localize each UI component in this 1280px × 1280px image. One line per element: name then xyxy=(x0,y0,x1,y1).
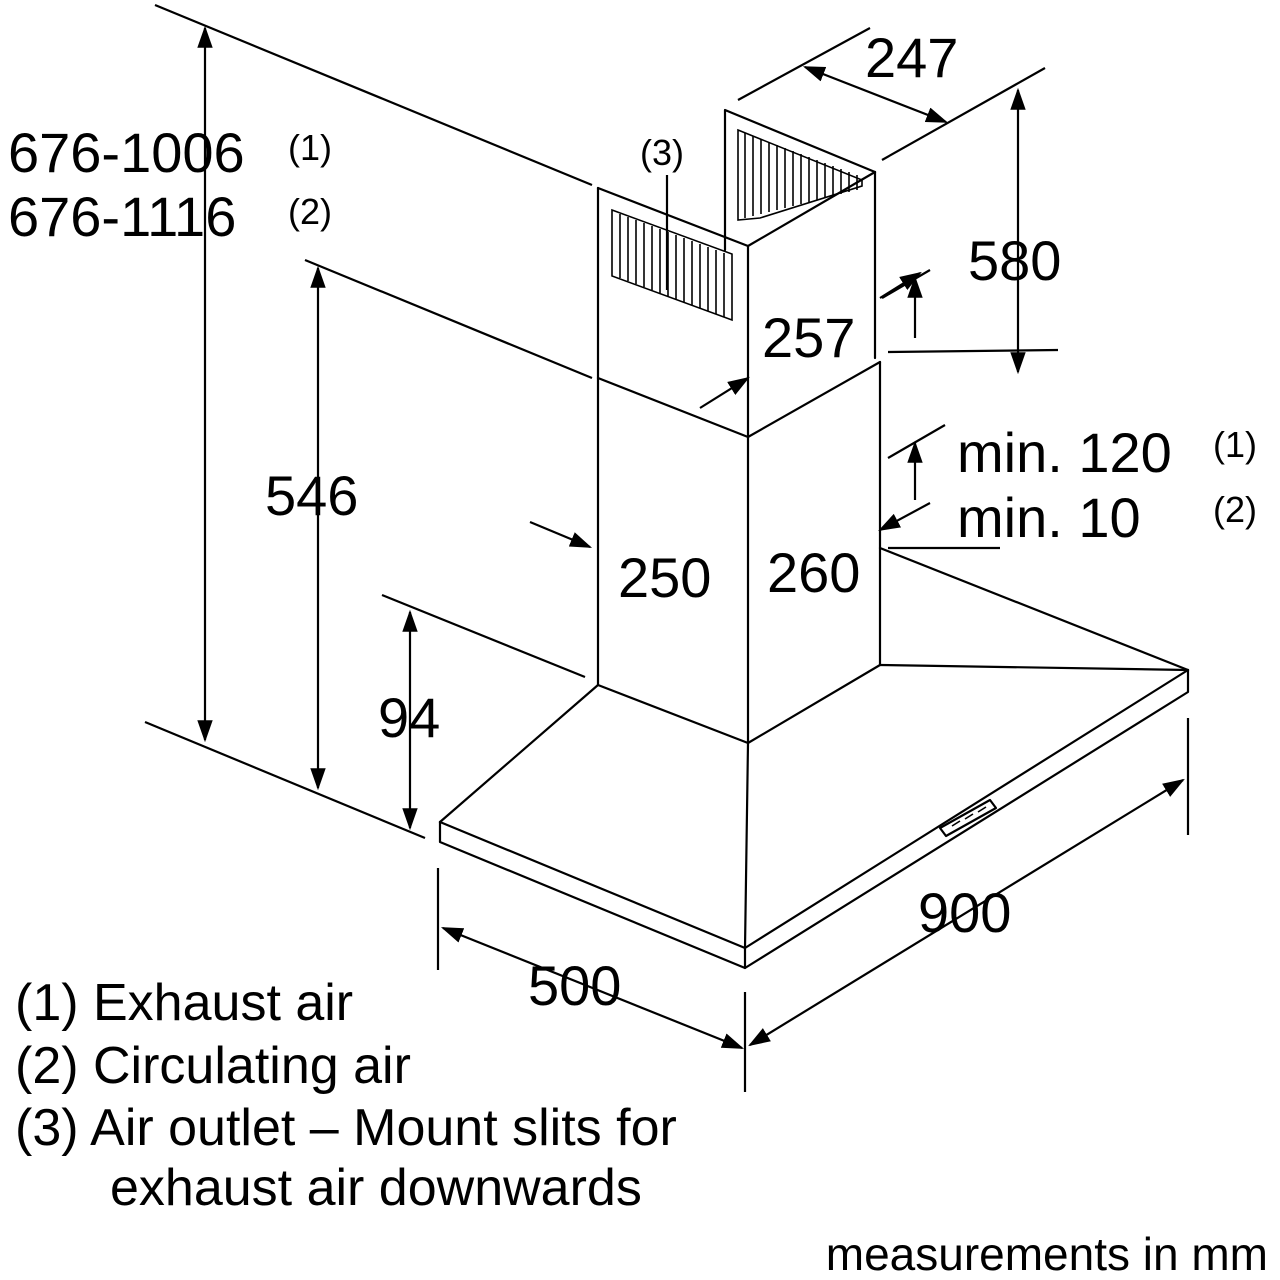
lower-chimney-bottom-right xyxy=(746,663,882,745)
legend-item-3-line-2: exhaust air downwards xyxy=(110,1159,642,1217)
extension-lines xyxy=(144,3,1190,1092)
note-total-height-exhaust: (1) xyxy=(288,127,332,168)
legend-item-2: (2) Circulating air xyxy=(15,1037,411,1095)
label-total-height-exhaust: 676-1006 xyxy=(8,121,245,184)
units-footnote: measurements in mm xyxy=(826,1228,1268,1280)
legend-item-3-line-1: (3) Air outlet – Mount slits for xyxy=(15,1099,677,1157)
arrow-900 xyxy=(748,778,1185,1047)
air-outlet-slits-back xyxy=(737,128,863,221)
lower-chimney-top-left xyxy=(596,376,750,439)
label-500: 500 xyxy=(528,954,621,1017)
arrow-257-right xyxy=(879,271,922,299)
label-247: 247 xyxy=(865,26,958,89)
arrow-500 xyxy=(440,926,745,1050)
label-900: 900 xyxy=(918,881,1011,944)
label-546: 546 xyxy=(265,464,358,527)
arrow-257-left xyxy=(699,376,750,409)
label-total-height-circulating: 676-1116 xyxy=(8,185,236,248)
canopy-slope-right xyxy=(878,546,1190,672)
arrow-247 xyxy=(802,65,949,124)
note-min-120: (1) xyxy=(1213,424,1257,465)
canopy-slope-left xyxy=(438,683,600,824)
legend-item-1: (1) Exhaust air xyxy=(15,974,353,1032)
label-260: 260 xyxy=(767,541,860,604)
air-outlet-slits-front xyxy=(611,208,733,322)
arrow-min-gap-lower xyxy=(878,502,931,532)
lower-chimney-bottom-left xyxy=(596,683,750,745)
label-outlet-note: (3) xyxy=(640,132,684,173)
label-580: 580 xyxy=(968,229,1061,292)
label-min-120: min. 120 xyxy=(957,421,1172,484)
arrow-250 xyxy=(529,520,593,549)
canopy-slope-front xyxy=(743,741,750,950)
note-total-height-circulating: (2) xyxy=(288,191,332,232)
label-257: 257 xyxy=(762,306,855,369)
legend: (1) Exhaust air (2) Circulating air (3) … xyxy=(15,974,677,1217)
label-250: 250 xyxy=(618,546,711,609)
note-min-10: (2) xyxy=(1213,489,1257,530)
upper-chimney-top-left xyxy=(596,186,750,248)
canopy-top-edge-left xyxy=(438,820,747,950)
label-min-10: min. 10 xyxy=(957,486,1141,549)
canopy-slope-back xyxy=(878,663,1190,672)
dimension-labels: 676-1006 (1) 676-1116 (2) (3) 247 580 25… xyxy=(8,26,1257,1017)
dimension-arrows xyxy=(197,25,1185,1050)
label-94: 94 xyxy=(378,686,440,749)
canopy-front-edge xyxy=(438,668,1190,970)
lower-chimney-top-right xyxy=(746,360,882,439)
upper-chimney-top-right xyxy=(746,170,877,248)
upper-chimney-back-panel xyxy=(723,108,877,252)
